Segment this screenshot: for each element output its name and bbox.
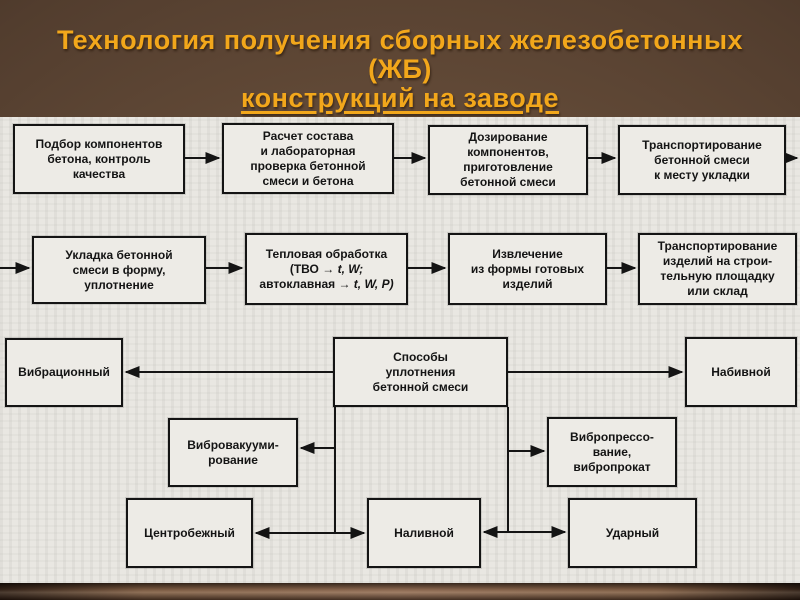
box-heat-treatment: Тепловая обработка (ТВО → t, W; автоклав… — [245, 233, 408, 305]
box-label: Укладка бетонной смеси в форму, уплотнен… — [65, 247, 173, 292]
diagram-paper: Подбор компонентов бетона, контроль каче… — [0, 117, 800, 583]
heat-line-1: Тепловая обработка — [265, 246, 388, 261]
box-product-transport: Транспортирование изделий на строи- тель… — [638, 233, 797, 305]
box-demolding: Извлечение из формы готовых изделий — [448, 233, 607, 305]
box-mix-design-lab-check: Расчет состава и лабораторная проверка б… — [222, 123, 394, 194]
box-label: Дозирование компонентов, приготовление б… — [460, 130, 556, 189]
box-label: Подбор компонентов бетона, контроль каче… — [35, 136, 163, 181]
box-label: Извлечение из формы готовых изделий — [470, 246, 585, 291]
box-method-impact: Ударный — [568, 498, 697, 568]
box-label: Транспортирование бетонной смеси к месту… — [642, 137, 762, 182]
box-label: Тепловая обработка (ТВО → t, W; автоклав… — [259, 247, 393, 292]
box-label: Расчет состава и лабораторная проверка б… — [250, 128, 366, 188]
box-label: Вибропрессо- вание, вибропрокат — [570, 429, 654, 474]
box-mix-transport: Транспортирование бетонной смеси к месту… — [618, 125, 786, 195]
title-line-1: Технология получения сборных железобетон… — [56, 25, 744, 55]
box-method-vibropressing: Вибропрессо- вание, вибропрокат — [547, 417, 677, 487]
box-compaction-methods-hub: Способы уплотнения бетонной смеси — [333, 337, 508, 407]
bottom-divider-bar — [0, 583, 800, 600]
box-dosing-mixing: Дозирование компонентов, приготовление б… — [428, 125, 588, 195]
box-method-vibration: Вибрационный — [5, 338, 123, 407]
title-line-3: конструкций на заводе — [240, 83, 560, 113]
box-label: Центробежный — [144, 525, 235, 540]
box-label: Набивной — [711, 364, 771, 379]
heat-line-3: автоклавная → t, W, P) — [259, 276, 394, 291]
box-method-ramming: Набивной — [685, 337, 797, 407]
box-placing-compaction: Укладка бетонной смеси в форму, уплотнен… — [32, 236, 206, 304]
box-label: Транспортирование изделий на строи- тель… — [657, 239, 778, 298]
heat-line-2: (ТВО → t, W; — [289, 261, 364, 276]
box-method-centrifugal: Центробежный — [126, 498, 253, 568]
box-label: Вибровакууми- рование — [187, 437, 279, 467]
title-line-2: (ЖБ) — [368, 54, 432, 84]
box-label: Вибрационный — [18, 365, 110, 379]
box-method-casting: Наливной — [367, 498, 481, 568]
box-label: Способы уплотнения бетонной смеси — [372, 349, 469, 394]
box-component-selection: Подбор компонентов бетона, контроль каче… — [13, 124, 185, 194]
box-label: Ударный — [605, 525, 660, 540]
box-label: Наливной — [394, 525, 454, 540]
slide-title: Технология получения сборных железобетон… — [0, 0, 800, 117]
box-method-vibrovacuum: Вибровакууми- рование — [168, 418, 298, 487]
